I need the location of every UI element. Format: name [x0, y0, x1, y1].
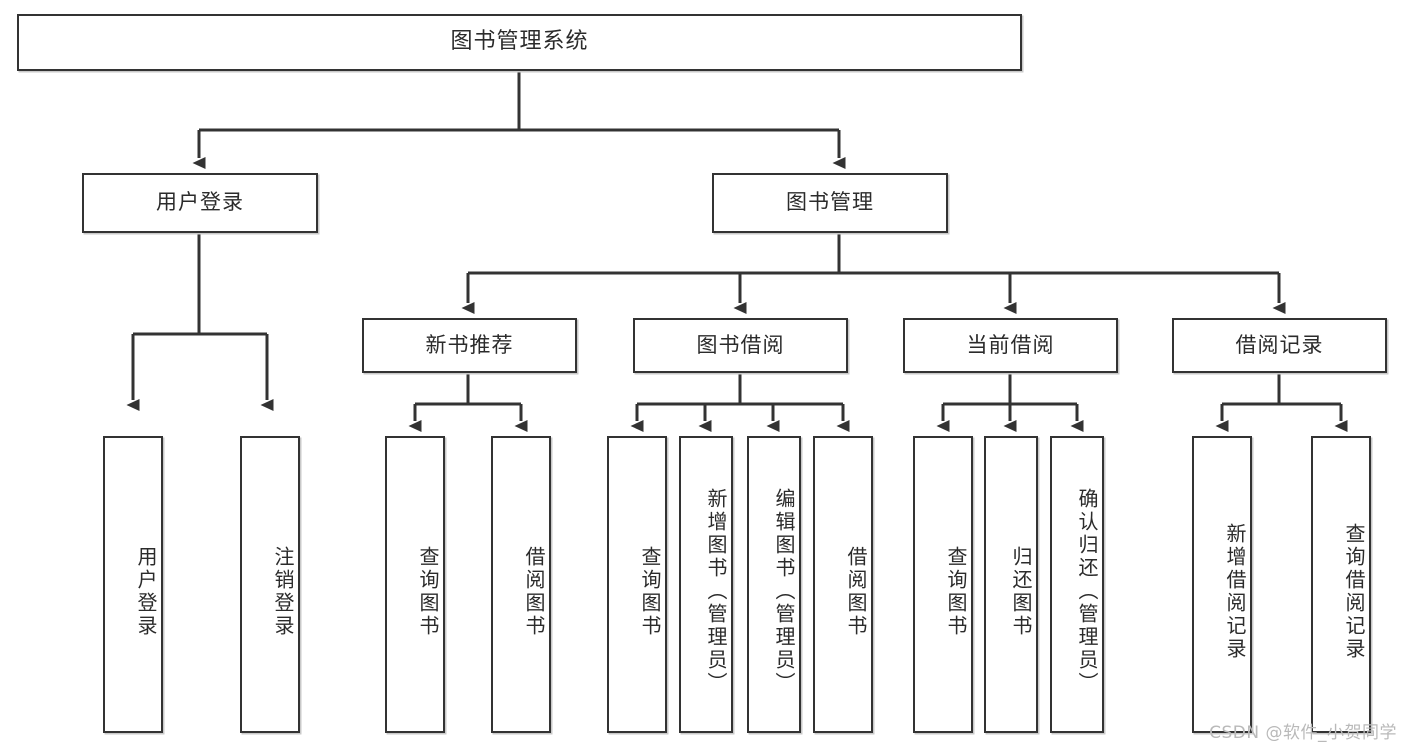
node-label: 借阅记录 [1235, 332, 1324, 357]
node-label: 查询图书 [416, 545, 440, 638]
node-leaf-confirm-return[interactable]: 确认归还（管理员） [1050, 436, 1104, 733]
node-current-borrow[interactable]: 当前借阅 [903, 318, 1118, 373]
node-new-book-recommend[interactable]: 新书推荐 [362, 318, 577, 373]
node-label: 查询借阅记录 [1342, 522, 1366, 661]
node-leaf-logout-login[interactable]: 注销登录 [240, 436, 300, 733]
node-leaf-borrow-book-2[interactable]: 借阅图书 [813, 436, 873, 733]
node-label: 归还图书 [1009, 545, 1033, 638]
node-leaf-query-book-2[interactable]: 查询图书 [607, 436, 667, 733]
node-leaf-query-borrow-record[interactable]: 查询借阅记录 [1311, 436, 1371, 733]
node-label: 借阅图书 [844, 545, 868, 638]
node-label: 图书管理 [786, 190, 874, 215]
node-label: 用户登录 [134, 545, 158, 638]
node-leaf-add-book[interactable]: 新增图书（管理员） [679, 436, 733, 733]
node-leaf-edit-book[interactable]: 编辑图书（管理员） [747, 436, 801, 733]
node-label: 借阅图书 [522, 545, 546, 638]
node-leaf-add-borrow-record[interactable]: 新增借阅记录 [1192, 436, 1252, 733]
node-label: 新书推荐 [425, 332, 514, 357]
node-label: 编辑图书（管理员） [772, 488, 796, 695]
node-book-borrow[interactable]: 图书借阅 [633, 318, 848, 373]
node-leaf-return-book[interactable]: 归还图书 [984, 436, 1038, 733]
node-leaf-borrow-book-1[interactable]: 借阅图书 [491, 436, 551, 733]
node-root-system[interactable]: 图书管理系统 [17, 14, 1022, 71]
node-label: 查询图书 [944, 545, 968, 638]
node-label: 确认归还（管理员） [1075, 488, 1099, 695]
node-leaf-query-book-3[interactable]: 查询图书 [913, 436, 973, 733]
node-label: 查询图书 [638, 545, 662, 638]
node-leaf-query-book-1[interactable]: 查询图书 [385, 436, 445, 733]
node-user-login[interactable]: 用户登录 [82, 173, 318, 233]
node-label: 当前借阅 [966, 332, 1055, 357]
node-label: 图书借阅 [696, 332, 785, 357]
watermark: CSDN @软件_小贺同学 [1209, 723, 1397, 743]
node-label: 注销登录 [271, 545, 295, 638]
node-label: 用户登录 [156, 190, 244, 215]
node-book-management[interactable]: 图书管理 [712, 173, 948, 233]
node-label: 新增借阅记录 [1223, 522, 1247, 661]
node-borrow-record[interactable]: 借阅记录 [1172, 318, 1387, 373]
node-label: 图书管理系统 [450, 29, 589, 55]
node-leaf-user-login[interactable]: 用户登录 [103, 436, 163, 733]
node-label: 新增图书（管理员） [704, 488, 728, 695]
